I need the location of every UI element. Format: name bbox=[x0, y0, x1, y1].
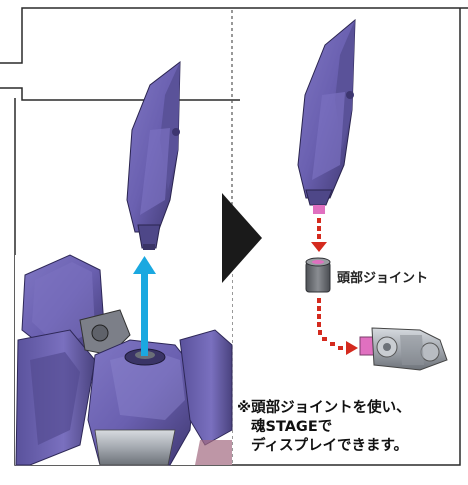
note-line-1: ※頭部ジョイントを使い、 bbox=[237, 400, 411, 416]
robot-head-right bbox=[297, 18, 356, 214]
up-arrow-icon bbox=[133, 256, 156, 356]
tamashii-stage-arm bbox=[359, 327, 448, 371]
display-note: ※頭部ジョイントを使い、 魂STAGEで ディスプレイできます。 bbox=[237, 399, 411, 456]
right-triangle-icon bbox=[222, 193, 262, 283]
head-joint-part bbox=[305, 257, 331, 293]
robot-body bbox=[15, 254, 233, 466]
note-line-3: ディスプレイできます。 bbox=[251, 438, 409, 454]
note-line-2: 魂STAGEで bbox=[251, 419, 333, 435]
robot-head-left bbox=[126, 60, 181, 250]
dotted-arrow-icon bbox=[311, 218, 358, 355]
joint-label: 頭部ジョイント bbox=[337, 271, 429, 286]
